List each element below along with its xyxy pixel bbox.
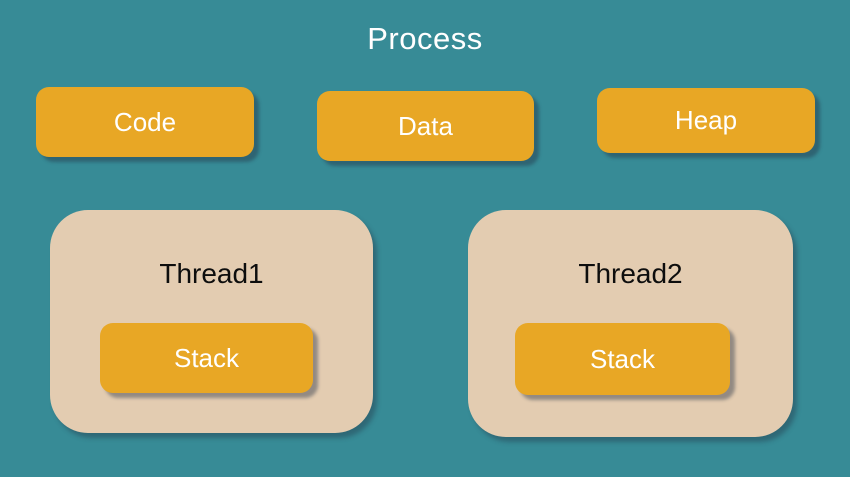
thread2-label: Thread2 bbox=[578, 258, 683, 289]
thread2-stack-label: Stack bbox=[589, 343, 656, 374]
data-box: Data bbox=[317, 91, 534, 161]
thread1-stack-label: Stack bbox=[173, 342, 240, 373]
data-box-label: Data bbox=[398, 110, 453, 141]
thread1-label: Thread1 bbox=[159, 258, 264, 289]
thread2-stack-box: Stack bbox=[515, 323, 730, 395]
thread1-stack-box: Stack bbox=[100, 323, 313, 393]
thread1-container: Thread1 Stack bbox=[50, 210, 373, 433]
code-box-label: Code bbox=[113, 106, 177, 137]
code-box: Code bbox=[36, 87, 254, 157]
heap-box: Heap bbox=[597, 88, 815, 153]
process-title: Process bbox=[367, 21, 483, 56]
heap-box-label: Heap bbox=[674, 105, 738, 135]
thread2-container: Thread2 Stack bbox=[468, 210, 793, 437]
